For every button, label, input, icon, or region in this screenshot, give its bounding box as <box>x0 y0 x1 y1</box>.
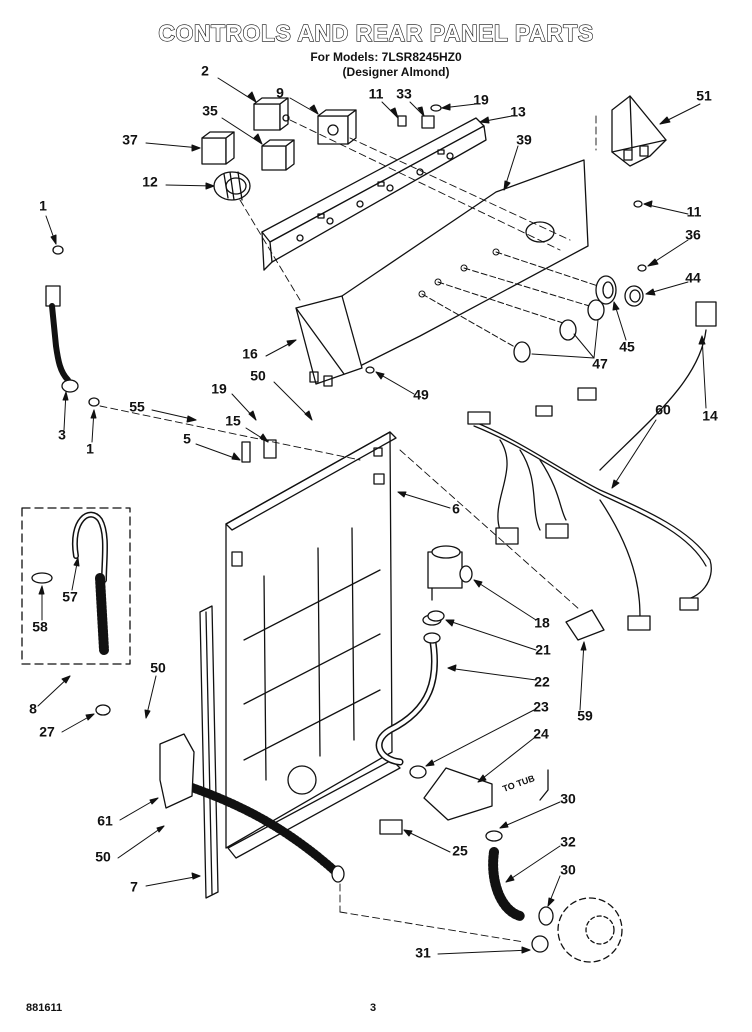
wire-harness-60 <box>467 301 717 631</box>
callout-c50a: 50 <box>250 368 266 384</box>
page-title: CONTROLS AND REAR PANEL PARTS <box>158 19 594 46</box>
callout-c22: 22 <box>534 674 550 690</box>
side-rail-7 <box>199 605 219 899</box>
callout-c47: 47 <box>592 356 608 372</box>
callout-c32: 32 <box>560 834 576 850</box>
callout-c9: 9 <box>276 85 284 101</box>
switch-37 <box>201 131 235 165</box>
callout-c50c: 50 <box>95 849 111 865</box>
callout-c11b: 11 <box>687 204 702 220</box>
callout-c15: 15 <box>225 413 241 429</box>
callout-c59: 59 <box>577 708 593 724</box>
callout-c18: 18 <box>534 615 550 631</box>
console-rail <box>261 117 487 271</box>
doc-number: 881611 <box>26 1002 63 1014</box>
callout-c60: 60 <box>655 402 671 418</box>
callout-c35: 35 <box>202 103 218 119</box>
callout-c39: 39 <box>516 132 532 148</box>
callout-c49: 49 <box>413 387 429 403</box>
callout-c31: 31 <box>415 945 431 961</box>
callout-c30b: 30 <box>560 862 576 878</box>
rear-panel <box>225 431 397 849</box>
callout-c27: 27 <box>39 724 55 740</box>
knobs-47-45-44 <box>365 200 647 374</box>
callout-c2: 2 <box>201 63 209 79</box>
callout-c25: 25 <box>452 843 468 859</box>
callout-c61: 61 <box>97 813 113 829</box>
leader-lines <box>37 77 707 955</box>
bottom-rail <box>227 759 401 859</box>
timer-switch-2 <box>253 97 290 131</box>
callout-c19a: 19 <box>473 92 489 108</box>
knob-shafts <box>418 248 605 351</box>
drain-parts-24-32 <box>423 767 623 963</box>
drain-hose-61 <box>171 777 345 883</box>
callout-c7: 7 <box>130 879 138 895</box>
water-valve-18 <box>427 545 473 601</box>
models-line: For Models: 7LSR8245HZ0 <box>310 50 462 64</box>
hose-57 <box>31 511 109 655</box>
callout-c50b: 50 <box>150 660 166 676</box>
small-parts-11-33-19 <box>397 104 442 129</box>
callout-c19b: 19 <box>211 381 227 397</box>
callout-c58: 58 <box>32 619 48 635</box>
assembly-lines <box>99 115 597 943</box>
callout-c6: 6 <box>452 501 460 517</box>
small-parts-lower <box>95 439 605 835</box>
callout-c24: 24 <box>533 726 549 742</box>
callout-c33: 33 <box>396 86 412 102</box>
timer-12 <box>213 171 251 201</box>
to-tub-label: TO TUB <box>501 773 536 794</box>
callout-c45: 45 <box>619 339 635 355</box>
callout-c55: 55 <box>129 399 145 415</box>
inlet-hose-3 <box>45 245 100 407</box>
callout-c1b: 1 <box>86 441 94 457</box>
kit-box-8 <box>21 507 131 665</box>
callout-c57: 57 <box>62 589 78 605</box>
switch-9 <box>317 109 357 145</box>
page-number: 3 <box>370 1002 377 1014</box>
callout-c11a: 11 <box>369 86 384 102</box>
switch-35 <box>261 139 295 171</box>
callout-c36: 36 <box>685 227 701 243</box>
callout-c51: 51 <box>696 88 712 104</box>
callout-c30a: 30 <box>560 791 576 807</box>
callout-c14: 14 <box>702 408 718 424</box>
callout-c21: 21 <box>535 642 551 658</box>
callout-c13: 13 <box>510 104 526 120</box>
callout-c5: 5 <box>183 431 191 447</box>
color-line: (Designer Almond) <box>342 65 450 79</box>
callout-c37: 37 <box>122 132 138 148</box>
callout-c12: 12 <box>142 174 158 190</box>
callout-c8: 8 <box>29 701 37 717</box>
callout-c3: 3 <box>58 427 66 443</box>
bracket-51 <box>611 95 667 167</box>
callout-c16: 16 <box>242 346 258 362</box>
callout-c23: 23 <box>533 699 549 715</box>
callout-c44: 44 <box>685 270 701 286</box>
callout-c1a: 1 <box>39 198 47 214</box>
